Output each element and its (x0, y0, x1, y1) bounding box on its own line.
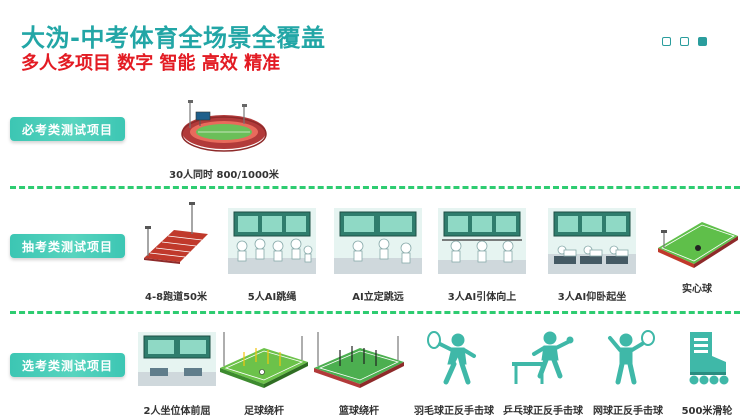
tennis-player-icon (608, 330, 655, 385)
sprint-track-icon (144, 202, 208, 264)
item-running-track: 30人同时 800/1000米 (169, 98, 279, 181)
item-label: 篮球绕杆 (339, 406, 379, 417)
item-badminton: 羽毛球正反手击球 (414, 330, 494, 417)
table-tennis-player-icon (512, 331, 574, 384)
item-ai-pull-up: 3人AI引体向上 (438, 208, 526, 303)
page-dot-1[interactable] (662, 37, 671, 46)
divider-1 (10, 186, 740, 189)
category-required: 必考类测试项目 (10, 117, 125, 141)
item-label: 3人AI引体向上 (447, 292, 517, 303)
item-label: 500米滑轮 (681, 406, 733, 417)
category-elective: 选考类测试项目 (10, 353, 125, 377)
item-table-tennis: 乒乓球正反手击球 (502, 330, 584, 417)
item-basketball-dribble: 篮球绕杆 (312, 330, 406, 417)
ai-jump-rope-screen-icon (228, 208, 316, 274)
football-dribble-field-icon (220, 332, 308, 388)
sit-and-reach-screen-icon (138, 332, 216, 386)
page-dot-2[interactable] (680, 37, 689, 46)
item-label: 2人坐位体前屈 (143, 406, 211, 417)
item-label: 30人同时 800/1000米 (169, 170, 279, 181)
category-drawn: 抽考类测试项目 (10, 234, 125, 258)
item-label: 5人AI跳绳 (247, 292, 297, 303)
item-sprint-track: 4-8跑道50米 (140, 200, 212, 303)
roller-skate-icon (689, 332, 729, 385)
basketball-dribble-field-icon (314, 332, 404, 388)
page-indicator (662, 37, 707, 46)
item-label: 乒乓球正反手击球 (503, 406, 583, 417)
ai-sit-up-screen-icon (548, 208, 636, 274)
item-sit-and-reach: 2人坐位体前屈 (138, 332, 216, 417)
item-label: 实心球 (682, 284, 712, 295)
item-label: AI立定跳远 (352, 292, 404, 303)
badminton-player-icon (427, 331, 476, 385)
page-title: 大沩-中考体育全场景全覆盖 (21, 24, 326, 52)
item-label: 3人AI仰卧起坐 (557, 292, 627, 303)
ai-pull-up-screen-icon (438, 208, 526, 274)
item-label: 足球绕杆 (244, 406, 284, 417)
item-roller-skate: 500米滑轮 (672, 330, 742, 417)
item-tennis: 网球正反手击球 (590, 330, 666, 417)
running-track-stadium-icon (181, 100, 267, 152)
item-ai-standing-long-jump: AI立定跳远 (334, 208, 422, 303)
item-football-dribble: 足球绕杆 (218, 330, 310, 417)
item-label: 4-8跑道50米 (145, 292, 207, 303)
divider-2 (10, 311, 740, 314)
item-label: 网球正反手击球 (593, 406, 663, 417)
item-label: 羽毛球正反手击球 (414, 406, 494, 417)
ai-standing-long-jump-screen-icon (334, 208, 422, 274)
medicine-ball-field-icon (658, 222, 738, 268)
item-ai-jump-rope: 5人AI跳绳 (228, 208, 316, 303)
item-medicine-ball: 实心球 (654, 214, 740, 300)
page-dot-3-active[interactable] (698, 37, 707, 46)
item-ai-sit-up: 3人AI仰卧起坐 (548, 208, 636, 303)
page-subtitle: 多人多项目 数字 智能 高效 精准 (21, 53, 281, 74)
